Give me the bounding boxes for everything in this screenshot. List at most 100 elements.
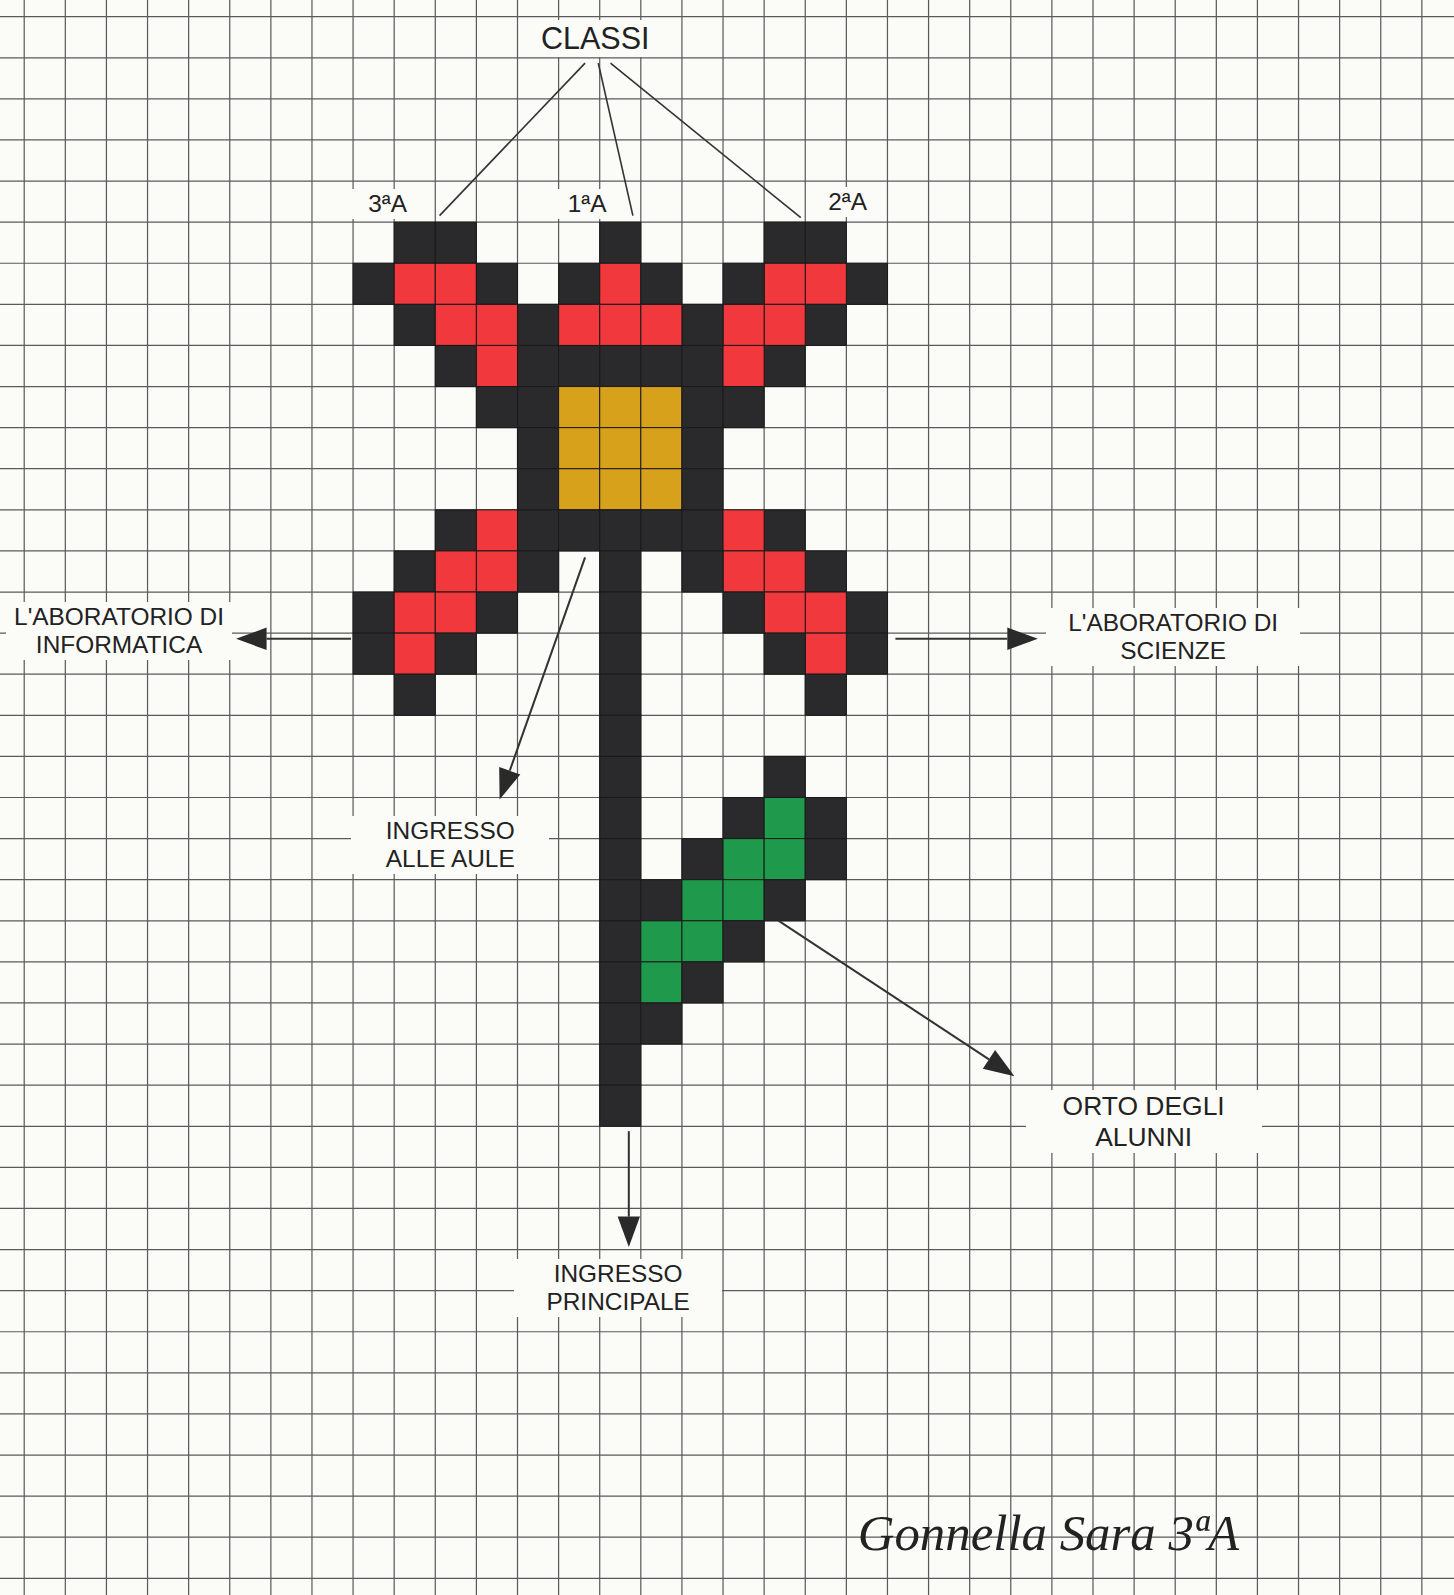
center-cell [559,387,600,428]
wall-cell [353,592,394,633]
wall-cell [764,345,805,386]
wall-cell [600,756,641,797]
handwritten-label: L'ABORATORIO DI INFORMATICA [6,602,232,660]
room-cell [764,551,805,592]
wall-cell [517,428,558,469]
wall-cell [846,263,887,304]
grid-line [0,1578,1454,1579]
wall-cell [600,674,641,715]
wall-cell [682,304,723,345]
arrow-head [983,1050,1015,1076]
grid-line [0,1002,1454,1003]
wall-cell [641,880,682,921]
leader-line [610,63,800,218]
wall-cell [805,674,846,715]
arrow-head [236,628,267,650]
grid-line [0,1331,1454,1332]
garden-cell [682,880,723,921]
garden-cell [641,921,682,962]
wall-cell [476,263,517,304]
wall-cell [394,222,435,263]
handwritten-label: ORTO DEGLI ALUNNI [1026,1090,1262,1153]
handwritten-label: INGRESSO PRINCIPALE [514,1259,723,1317]
leader-line [267,638,351,640]
room-cell [600,304,641,345]
wall-cell [600,715,641,756]
center-cell [559,428,600,469]
garden-cell [682,921,723,962]
wall-cell [517,345,558,386]
room-cell [641,304,682,345]
center-cell [641,428,682,469]
room-cell [435,551,476,592]
wall-cell [764,222,805,263]
grid-line [0,1372,1454,1373]
wall-cell [435,510,476,551]
wall-cell [805,551,846,592]
wall-cell [435,345,476,386]
arrow-head [618,1217,640,1248]
handwritten-label: 1ªA [549,189,624,219]
room-cell [394,263,435,304]
wall-cell [682,428,723,469]
wall-cell [805,798,846,839]
wall-cell [600,1044,641,1085]
room-cell [435,263,476,304]
room-cell [764,304,805,345]
pixel-flower [353,222,887,1126]
wall-cell [641,510,682,551]
wall-cell [723,798,764,839]
wall-cell [764,756,805,797]
wall-cell [600,1003,641,1044]
wall-cell [394,674,435,715]
room-cell [476,304,517,345]
wall-cell [723,387,764,428]
leader-line [778,921,989,1060]
leader-lines [236,63,1038,1247]
grid-line [0,1413,1454,1414]
grid-line [0,1454,1454,1455]
wall-cell [723,263,764,304]
wall-cell [517,551,558,592]
grid-line [0,715,1454,716]
wall-cell [682,345,723,386]
garden-cell [641,962,682,1003]
wall-cell [600,921,641,962]
wall-cell [476,387,517,428]
wall-cell [682,551,723,592]
wall-cell [517,387,558,428]
room-cell [805,633,846,674]
room-cell [805,592,846,633]
wall-cell [641,345,682,386]
wall-cell [723,921,764,962]
wall-cell [559,345,600,386]
wall-cell [682,387,723,428]
grid-line [0,1167,1454,1168]
wall-cell [805,839,846,880]
wall-cell [517,510,558,551]
signature: Gonnella Sara 3ªA [855,1503,1440,1564]
wall-cell [600,798,641,839]
wall-cell [764,880,805,921]
room-cell [723,345,764,386]
wall-cell [600,880,641,921]
grid-line [0,1208,1454,1209]
leader-line [510,557,585,770]
room-cell [394,633,435,674]
wall-cell [600,551,641,592]
garden-cell [723,839,764,880]
handwritten-label: 3ªA [346,189,429,219]
center-cell [600,387,641,428]
wall-cell [476,592,517,633]
handwritten-label: L'ABORATORIO DI SCIENZE [1046,608,1300,666]
room-cell [435,592,476,633]
grid-line [0,756,1454,757]
wall-cell [559,510,600,551]
wall-cell [600,962,641,1003]
grid-line [0,222,1454,223]
room-cell [723,551,764,592]
garden-cell [723,880,764,921]
